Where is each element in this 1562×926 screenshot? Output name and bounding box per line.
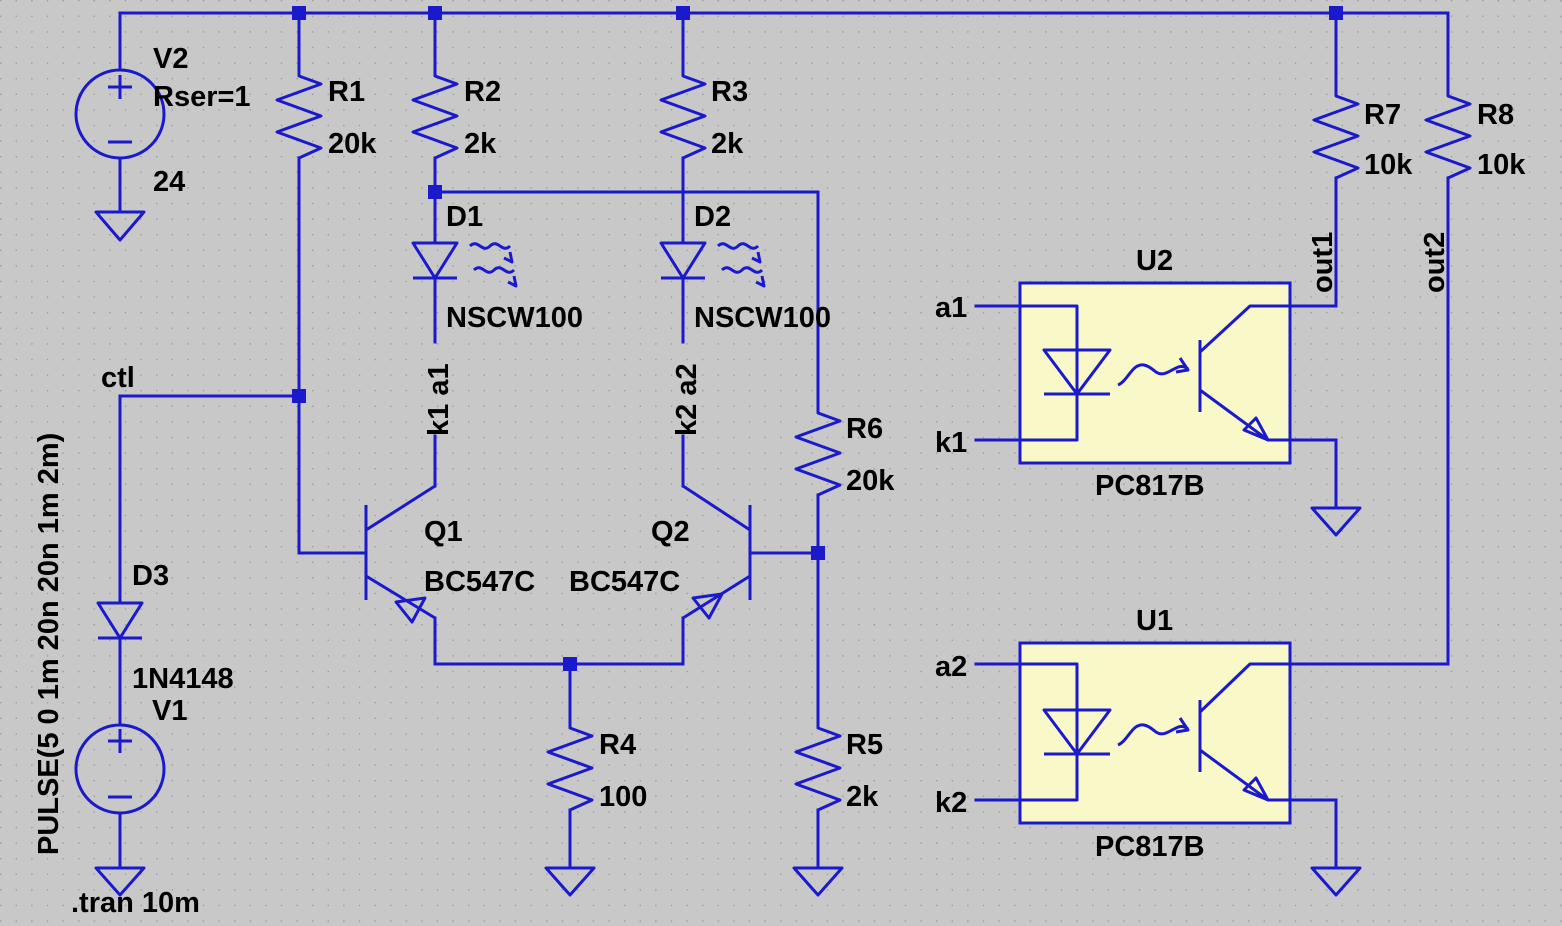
resistor-r7[interactable] <box>1312 88 1360 180</box>
d3-ref: D3 <box>132 560 169 592</box>
d2-ref: D2 <box>694 201 731 233</box>
r2-value: 2k <box>464 128 497 160</box>
r6-value: 20k <box>846 465 895 497</box>
pin-label-k1: k1 <box>935 427 967 459</box>
voltage-source-v2[interactable] <box>74 68 166 160</box>
r2-ref: R2 <box>464 76 501 108</box>
r4-value: 100 <box>599 781 647 813</box>
r1-value: 20k <box>328 128 377 160</box>
led-d2[interactable] <box>659 241 766 288</box>
r8-value: 10k <box>1477 149 1526 181</box>
r7-ref: R7 <box>1364 99 1401 131</box>
d3-value: 1N4148 <box>132 663 234 695</box>
r5-value: 2k <box>846 781 879 813</box>
q1-value: BC547C <box>424 566 535 598</box>
transistor-q2[interactable] <box>682 484 752 620</box>
q2-ref: Q2 <box>651 516 690 548</box>
resistor-r5[interactable] <box>794 720 842 812</box>
led-d1[interactable] <box>411 241 518 288</box>
net-label-k1-a1: k1 a1 <box>423 363 455 436</box>
u1-ref: U1 <box>1136 605 1173 637</box>
diode-d3[interactable] <box>96 601 144 640</box>
r6-ref: R6 <box>846 413 883 445</box>
net-label-out2: out2 <box>1419 232 1451 293</box>
r3-ref: R3 <box>711 76 748 108</box>
d1-value: NSCW100 <box>446 302 583 334</box>
resistor-r2[interactable] <box>411 68 459 160</box>
r7-value: 10k <box>1364 149 1413 181</box>
resistor-r1[interactable] <box>275 68 323 160</box>
resistor-r8[interactable] <box>1424 88 1472 180</box>
ground-symbols <box>94 210 1362 897</box>
transistor-q1[interactable] <box>364 484 436 624</box>
u2-value: PC817B <box>1095 470 1205 502</box>
u2-ref: U2 <box>1136 245 1173 277</box>
u1-value: PC817B <box>1095 831 1205 863</box>
r1-ref: R1 <box>328 76 365 108</box>
q1-ref: Q1 <box>424 516 463 548</box>
pin-label-a2: a2 <box>935 651 967 683</box>
net-label-ctl: ctl <box>101 362 135 394</box>
r8-ref: R8 <box>1477 99 1514 131</box>
pin-label-a1: a1 <box>935 292 967 324</box>
r5-ref: R5 <box>846 729 883 761</box>
v2-param: Rser=1 <box>153 81 251 113</box>
v2-ref: V2 <box>153 43 188 75</box>
resistor-r3[interactable] <box>659 68 707 160</box>
pin-label-k2: k2 <box>935 787 967 819</box>
resistor-r6[interactable] <box>794 405 842 497</box>
d2-value: NSCW100 <box>694 302 831 334</box>
r4-ref: R4 <box>599 729 636 761</box>
v2-value: 24 <box>153 166 185 198</box>
voltage-source-v1[interactable] <box>74 723 166 815</box>
junctions <box>292 6 1343 671</box>
v1-value: PULSE(5 0 1m 20n 20n 1m 2m) <box>33 433 65 855</box>
optocoupler-u1[interactable] <box>1018 641 1292 825</box>
r3-value: 2k <box>711 128 744 160</box>
net-label-k2-a2: k2 a2 <box>671 363 703 436</box>
d1-ref: D1 <box>446 201 483 233</box>
optocoupler-u2[interactable] <box>1018 281 1292 465</box>
wires <box>118 11 1450 870</box>
net-label-out1: out1 <box>1307 232 1339 293</box>
v1-ref: V1 <box>152 695 187 727</box>
resistor-r4[interactable] <box>546 720 594 812</box>
q2-value: BC547C <box>569 566 680 598</box>
tran-directive[interactable]: .tran 10m <box>71 887 200 919</box>
